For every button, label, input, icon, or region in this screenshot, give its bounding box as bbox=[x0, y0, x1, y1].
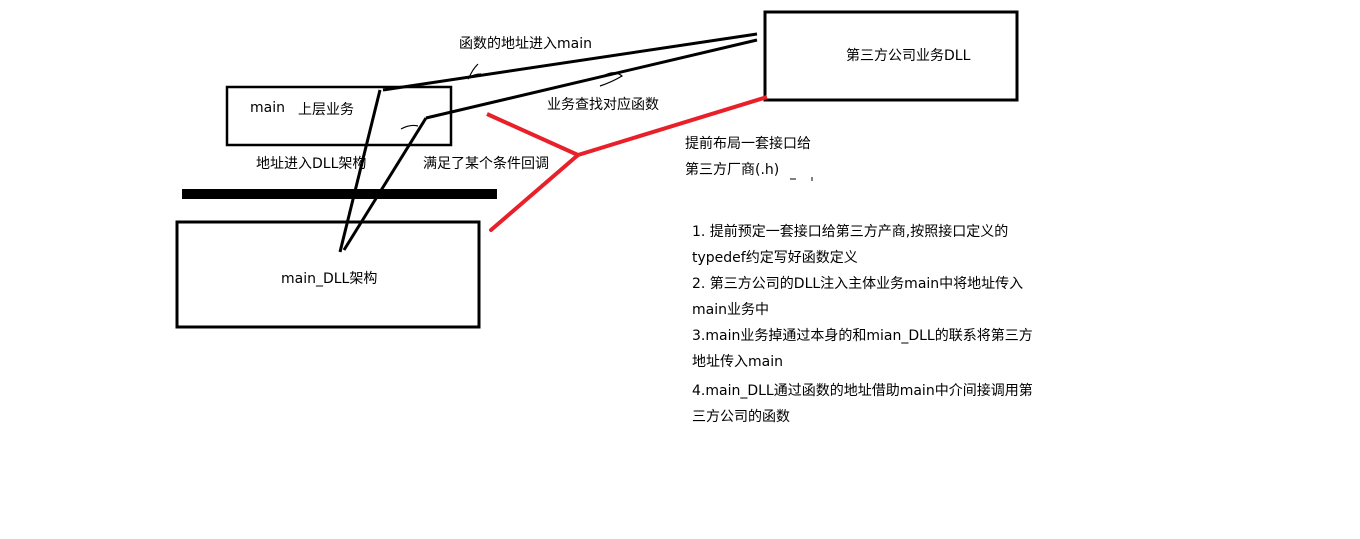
arrow-mark-1 bbox=[467, 63, 482, 80]
arrow-mark-3 bbox=[400, 124, 419, 130]
note-line: main业务中 bbox=[692, 302, 769, 318]
interface-line-down bbox=[489, 153, 580, 232]
note-line: 1. 提前预定一套接口给第三方产商,按照接口定义的 bbox=[692, 224, 1009, 240]
interface-label-line2: 第三方厂商(.h) bbox=[685, 162, 780, 178]
edge-label-addr-into-dll: 地址进入DLL架构 bbox=[256, 156, 367, 172]
main-dll-box bbox=[175, 220, 481, 329]
upper-business-box bbox=[225, 85, 453, 147]
upper-main-label: main bbox=[250, 100, 285, 116]
note-line: 2. 第三方公司的DLL注入主体业务main中将地址传入 bbox=[692, 276, 1024, 292]
note-line: 三方公司的函数 bbox=[692, 409, 790, 425]
edge-label-func-addr: 函数的地址进入main bbox=[459, 36, 592, 52]
edge-business-lookup bbox=[425, 38, 758, 120]
edge-callback bbox=[342, 117, 428, 251]
edge-dll-to-main bbox=[382, 32, 758, 92]
edge-main-to-dll bbox=[338, 89, 382, 253]
arrow-mark-2 bbox=[599, 72, 624, 87]
edge-label-business-lookup: 业务查找对应函数 bbox=[547, 97, 659, 113]
upper-business-label: 上层业务 bbox=[298, 102, 354, 118]
third-party-dll-label: 第三方公司业务DLL bbox=[846, 48, 971, 64]
note-line: 3.main业务掉通过本身的和mian_DLL的联系将第三方 bbox=[692, 328, 1033, 344]
main-dll-label: main_DLL架构 bbox=[281, 271, 378, 287]
interface-label-line1: 提前布局一套接口给 bbox=[685, 136, 811, 152]
note-line: 地址传入main bbox=[692, 354, 783, 370]
edge-label-callback: 满足了某个条件回调 bbox=[423, 156, 549, 172]
note-line: typedef约定写好函数定义 bbox=[692, 250, 858, 266]
note-line: 4.main_DLL通过函数的地址借助main中介间接调用第 bbox=[692, 383, 1033, 399]
third-party-dll-box bbox=[763, 10, 1019, 102]
